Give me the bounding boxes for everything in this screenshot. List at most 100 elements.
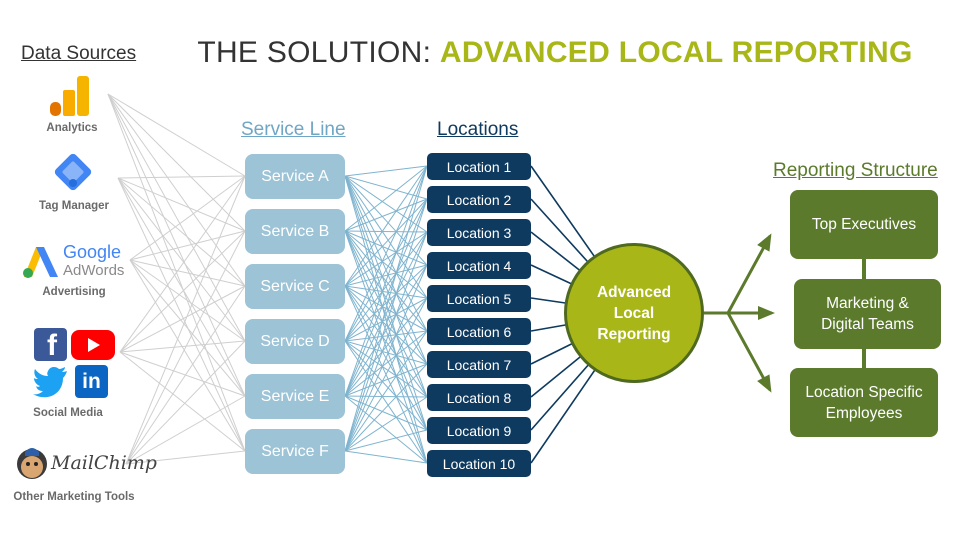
service-location-link (344, 165, 428, 452)
service-location-link (344, 297, 428, 397)
source-service-link (107, 93, 246, 177)
facebook-icon: f (34, 328, 67, 361)
locations-header: Locations (437, 119, 519, 140)
source-service-link (107, 93, 246, 287)
title-prefix: THE SOLUTION: (197, 36, 440, 69)
adwords-wordmark: AdWords (63, 262, 125, 279)
source-service-link (107, 93, 246, 397)
source-service-link (129, 230, 246, 261)
hub-line-3: Reporting (597, 325, 671, 343)
source-service-link (119, 340, 246, 353)
data-sources-header: Data Sources (21, 43, 137, 64)
service-box: Service A (245, 154, 345, 199)
location-box: Location 9 (427, 417, 531, 444)
service-location-link (344, 198, 428, 287)
service-location-link (344, 395, 428, 431)
marketing-digital-teams-box: Marketing & Digital Teams (794, 279, 941, 349)
service-location-link (344, 340, 428, 398)
location-box: Location 10 (427, 450, 531, 477)
service-location-link (344, 198, 428, 342)
service-location-link (344, 340, 428, 365)
service-location-link (344, 264, 428, 397)
source-service-link (119, 285, 246, 353)
service-location-link (344, 340, 428, 431)
service-location-link (344, 165, 428, 232)
service-location-link (344, 165, 428, 397)
service-location-link (344, 264, 428, 452)
advanced-local-reporting-hub: Advanced Local Reporting (564, 243, 704, 383)
location-box: Location 5 (427, 285, 531, 312)
service-location-link (344, 231, 428, 342)
employees-line-1: Location Specific (805, 383, 923, 401)
source-service-link (117, 177, 246, 452)
service-location-link (344, 330, 428, 452)
marketing-line-2: Digital Teams (821, 316, 914, 333)
source-service-link (119, 230, 246, 353)
source-service-link (119, 351, 246, 397)
service-location-link (344, 395, 428, 464)
service-location-link (344, 165, 428, 342)
service-location-link (344, 175, 428, 200)
arrow-head (757, 233, 772, 252)
source-service-link (117, 177, 246, 397)
service-box: Service C (245, 264, 345, 309)
source-service-link (117, 177, 246, 342)
hub-line-2: Local (613, 304, 655, 322)
service-location-link (344, 165, 428, 287)
twitter-icon (33, 366, 69, 398)
source-service-link (107, 93, 246, 342)
source-service-link (117, 177, 246, 287)
location-box: Location 7 (427, 351, 531, 378)
source-service-link (125, 285, 246, 465)
service-location-link (344, 230, 428, 233)
source-service-link (117, 175, 246, 179)
source-service-link (125, 230, 246, 465)
location-specific-employees-box: Location Specific Employees (790, 368, 938, 437)
service-location-link (344, 363, 428, 452)
service-location-link (344, 198, 428, 397)
service-location-link (344, 198, 428, 452)
service-line-header: Service Line (241, 119, 346, 140)
youtube-icon (71, 330, 115, 360)
source-service-link (119, 351, 246, 452)
source-service-link (129, 259, 246, 452)
service-location-link (344, 231, 428, 287)
service-location-link (344, 330, 428, 397)
service-location-link (344, 395, 428, 398)
service-location-link (344, 165, 428, 177)
service-location-link (344, 264, 428, 342)
social-media-label: Social Media (33, 407, 103, 419)
arrow-head (757, 374, 772, 393)
location-box: Location 4 (427, 252, 531, 279)
hub-line-1: Advanced (596, 283, 672, 301)
service-location-link (344, 396, 428, 452)
service-box: Service E (245, 374, 345, 419)
source-service-link (125, 340, 246, 465)
service-box: Service F (245, 429, 345, 474)
location-box: Location 1 (427, 153, 531, 180)
linkedin-icon: in (75, 365, 108, 398)
service-box: Service D (245, 319, 345, 364)
service-location-link (344, 231, 428, 397)
service-box: Service B (245, 209, 345, 254)
tag-manager-icon (53, 152, 93, 192)
analytics-label: Analytics (46, 122, 98, 134)
reporting-arrow (726, 312, 772, 391)
page-title: THE SOLUTION: ADVANCED LOCAL REPORTING (0, 36, 960, 70)
service-location-link (344, 297, 428, 342)
tag-manager-label: Tag Manager (38, 200, 110, 212)
service-location-link (344, 330, 428, 342)
other-marketing-tools-label: Other Marketing Tools (13, 491, 135, 503)
advertising-label: Advertising (42, 286, 106, 298)
service-location-link (344, 231, 428, 452)
location-box: Location 2 (427, 186, 531, 213)
service-location-link (344, 429, 428, 452)
location-box: Location 8 (427, 384, 531, 411)
mailchimp-icon (15, 446, 49, 480)
source-service-link (129, 259, 246, 342)
reporting-structure-header: Reporting Structure (773, 160, 938, 181)
google-analytics-icon (50, 76, 90, 116)
marketing-line-1: Marketing & (826, 295, 909, 312)
source-service-link (129, 175, 246, 261)
